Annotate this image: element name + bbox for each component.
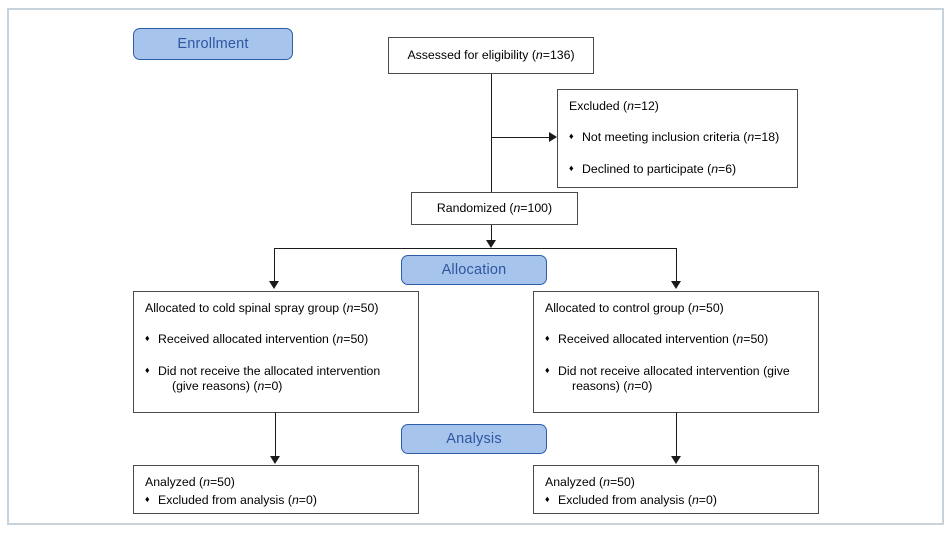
allocated-control-bullet-2: ♦ Did not receive allocated intervention… [545, 364, 807, 395]
box-assessed-for-eligibility: Assessed for eligibility (n=136) [388, 37, 594, 74]
excluded-title: Excluded (n=12) [569, 99, 659, 113]
allocated-control-bullet-2-text: Did not receive allocated intervention (… [558, 363, 790, 378]
analyzed-control-bullet-1-text: Excluded from analysis (n=0) [558, 493, 717, 508]
diamond-bullet-icon: ♦ [545, 333, 550, 344]
excluded-bullet-1: ♦ Not meeting inclusion criteria (n=18) [569, 130, 786, 145]
connector-right-analysis-arrowhead [671, 456, 681, 464]
excluded-bullet-2: ♦ Declined to participate (n=6) [569, 162, 786, 177]
connector-right-allocation-to-analysis [676, 413, 677, 457]
allocated-control-bullet-2-continuation: reasons) (n=0) [572, 379, 653, 394]
stage-label-analysis: Analysis [446, 431, 502, 447]
connector-split-left-drop [274, 248, 275, 282]
box-allocated-control: Allocated to control group (n=50) ♦ Rece… [533, 291, 819, 413]
connector-assessed-to-randomized [491, 74, 492, 192]
box-randomized: Randomized (n=100) [411, 192, 578, 225]
box-analyzed-intervention: Analyzed (n=50) ♦ Excluded from analysis… [133, 465, 419, 514]
assessed-title: Assessed for eligibility (n=136) [407, 47, 575, 62]
connector-split-right-arrowhead [671, 281, 681, 289]
allocated-control-bullet-1-text: Received allocated intervention (n=50) [558, 332, 769, 347]
diamond-bullet-icon: ♦ [145, 364, 150, 375]
connector-left-analysis-arrowhead [270, 456, 280, 464]
diamond-bullet-icon: ♦ [569, 131, 574, 142]
connector-split-right-drop [676, 248, 677, 282]
analyzed-control-bullet-1: ♦ Excluded from analysis (n=0) [545, 493, 807, 508]
connector-to-excluded-arrowhead [549, 132, 557, 142]
excluded-bullet-2-text: Declined to participate (n=6) [582, 161, 737, 176]
analyzed-intervention-title: Analyzed (n=50) [145, 475, 235, 489]
diamond-bullet-icon: ♦ [545, 364, 550, 375]
randomized-title: Randomized (n=100) [436, 200, 553, 215]
stage-badge-enrollment: Enrollment [133, 28, 293, 60]
connector-split-left-arrowhead [269, 281, 279, 289]
connector-to-excluded-line [491, 137, 549, 138]
allocated-intervention-bullet-1-text: Received allocated intervention (n=50) [158, 332, 369, 347]
allocated-control-bullet-1: ♦ Received allocated intervention (n=50) [545, 332, 807, 347]
stage-badge-allocation: Allocation [401, 255, 547, 285]
stage-badge-analysis: Analysis [401, 424, 547, 454]
box-excluded: Excluded (n=12) ♦ Not meeting inclusion … [557, 89, 798, 188]
connector-left-allocation-to-analysis [275, 413, 276, 457]
allocated-intervention-bullet-1: ♦ Received allocated intervention (n=50) [145, 332, 407, 347]
analyzed-intervention-bullet-1-text: Excluded from analysis (n=0) [158, 493, 317, 508]
allocated-intervention-bullet-2: ♦ Did not receive the allocated interven… [145, 364, 407, 395]
excluded-bullet-1-text: Not meeting inclusion criteria (n=18) [582, 130, 780, 145]
allocated-intervention-title: Allocated to cold spinal spray group (n=… [145, 301, 379, 315]
diamond-bullet-icon: ♦ [145, 333, 150, 344]
stage-label-enrollment: Enrollment [177, 36, 249, 52]
diamond-bullet-icon: ♦ [545, 494, 550, 505]
diamond-bullet-icon: ♦ [569, 162, 574, 173]
diamond-bullet-icon: ♦ [145, 494, 150, 505]
connector-randomized-arrowhead [486, 240, 496, 248]
connector-allocation-split-bar [274, 248, 677, 249]
allocated-intervention-bullet-2-text: Did not receive the allocated interventi… [158, 363, 381, 378]
allocated-control-title: Allocated to control group (n=50) [545, 301, 724, 315]
box-analyzed-control: Analyzed (n=50) ♦ Excluded from analysis… [533, 465, 819, 514]
box-allocated-intervention: Allocated to cold spinal spray group (n=… [133, 291, 419, 413]
stage-label-allocation: Allocation [441, 262, 507, 278]
analyzed-control-title: Analyzed (n=50) [545, 475, 635, 489]
analyzed-intervention-bullet-1: ♦ Excluded from analysis (n=0) [145, 493, 407, 508]
connector-randomized-stem [491, 225, 492, 241]
allocated-intervention-bullet-2-continuation: (give reasons) (n=0) [172, 379, 283, 394]
